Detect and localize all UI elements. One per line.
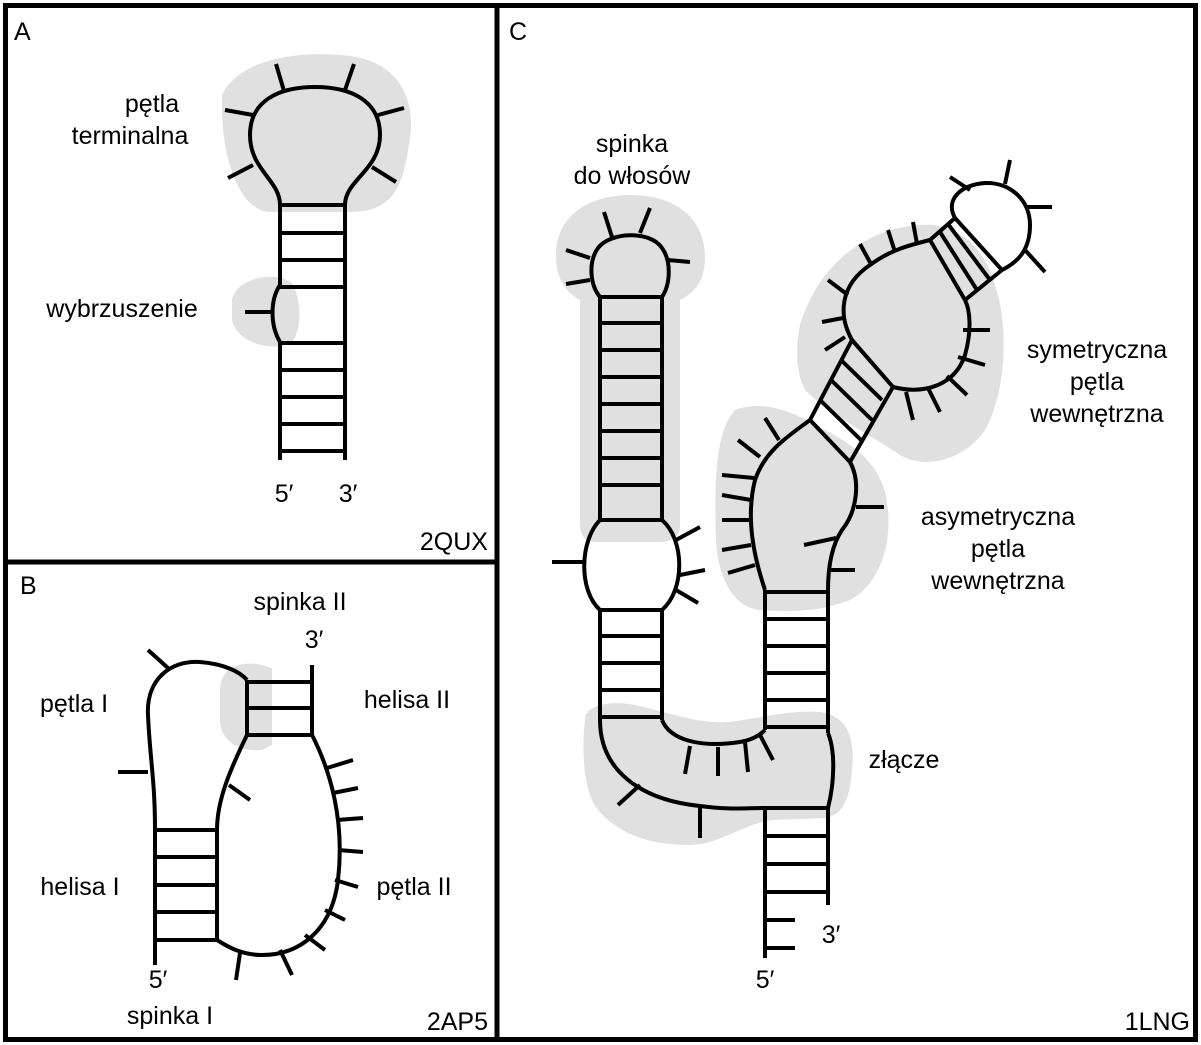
panel-c-letter: C <box>509 18 527 46</box>
c-asym-loop-label-line2: pętla <box>971 535 1025 563</box>
c-stem2-pairs <box>600 610 662 717</box>
c-asym-loop-label-line1: asymetryczna <box>921 503 1075 531</box>
b-hairpin2-label: spinka II <box>253 588 346 616</box>
b-hairpin1-label: spinka I <box>127 1002 213 1030</box>
c-end-5: 5′ <box>756 966 775 994</box>
c-sym-loop-label-line3: wewnętrzna <box>1029 400 1163 428</box>
b-loop2-label: pętla II <box>376 873 451 901</box>
a-end-5: 5′ <box>275 480 294 508</box>
b-end-3: 3′ <box>305 626 324 654</box>
c-stem4-pairs <box>765 836 828 948</box>
c-sym-loop-label-line1: symetryczna <box>1027 336 1167 364</box>
panel-b-letter: B <box>20 572 37 600</box>
panel-b: B spinka II 3′ pętla I helisa II helisa … <box>20 572 488 1036</box>
panel-c-pdb-id: 1LNG <box>1125 1008 1190 1036</box>
b-loop1-label: pętla I <box>40 690 108 718</box>
b-connector <box>217 735 247 830</box>
c-asym-loop-label-line3: wewnętrzna <box>930 567 1064 595</box>
a-terminal-loop-label-line1: pętla <box>125 90 179 118</box>
c-hairpin-highlight <box>556 195 705 542</box>
c-hairpin-label-line1: spinka <box>596 130 668 158</box>
a-end-3: 3′ <box>339 480 358 508</box>
c-hairpin-label-line2: do włosów <box>574 162 692 190</box>
c-sym-loop-highlight <box>797 225 1004 462</box>
a-terminal-loop-label-line2: terminalna <box>72 122 189 150</box>
b-end-5: 5′ <box>149 966 168 994</box>
panel-b-pdb-id: 2AP5 <box>427 1008 488 1036</box>
b-helix2-label: helisa II <box>364 686 450 714</box>
c-sym-loop-label-line2: pętla <box>1070 368 1124 396</box>
panel-a-pdb-id: 2QUX <box>420 528 488 556</box>
b-helix1-label: helisa I <box>40 873 119 901</box>
b-loop2 <box>217 735 340 955</box>
c-junction-label: złącze <box>869 746 940 774</box>
a-bulge-label: wybrzuszenie <box>45 295 197 323</box>
panel-a-letter: A <box>14 18 31 46</box>
c-end-3: 3′ <box>822 921 841 949</box>
c-stem3-pairs <box>765 592 828 727</box>
